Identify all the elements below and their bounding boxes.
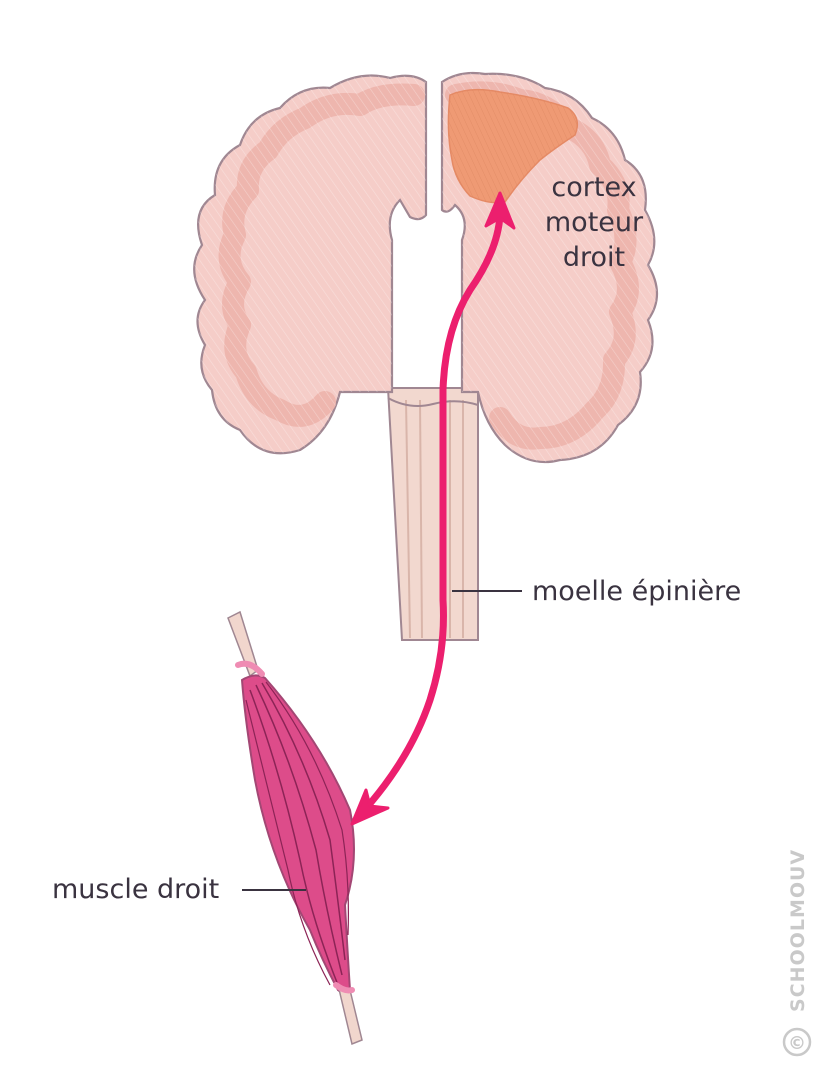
cortex-label-line1: cortex [551,172,636,203]
cortex-label-line3: droit [563,242,625,273]
muscle-label: muscle droit [52,874,219,905]
muscle-icon [227,610,363,1046]
watermark: SCHOOLMOUV © [782,849,812,1057]
arrow-icon [350,191,516,826]
spinal-cord-icon [386,387,479,641]
brain-icon [193,71,659,464]
cortex-label-line2: moteur [545,207,644,238]
copyright-symbol: © [788,1033,806,1054]
watermark-text: SCHOOLMOUV [787,849,809,1012]
copyright-icon [782,1027,812,1057]
motor-cortex-area [447,88,579,204]
spinal-cord-label: moelle épinière [532,576,741,607]
